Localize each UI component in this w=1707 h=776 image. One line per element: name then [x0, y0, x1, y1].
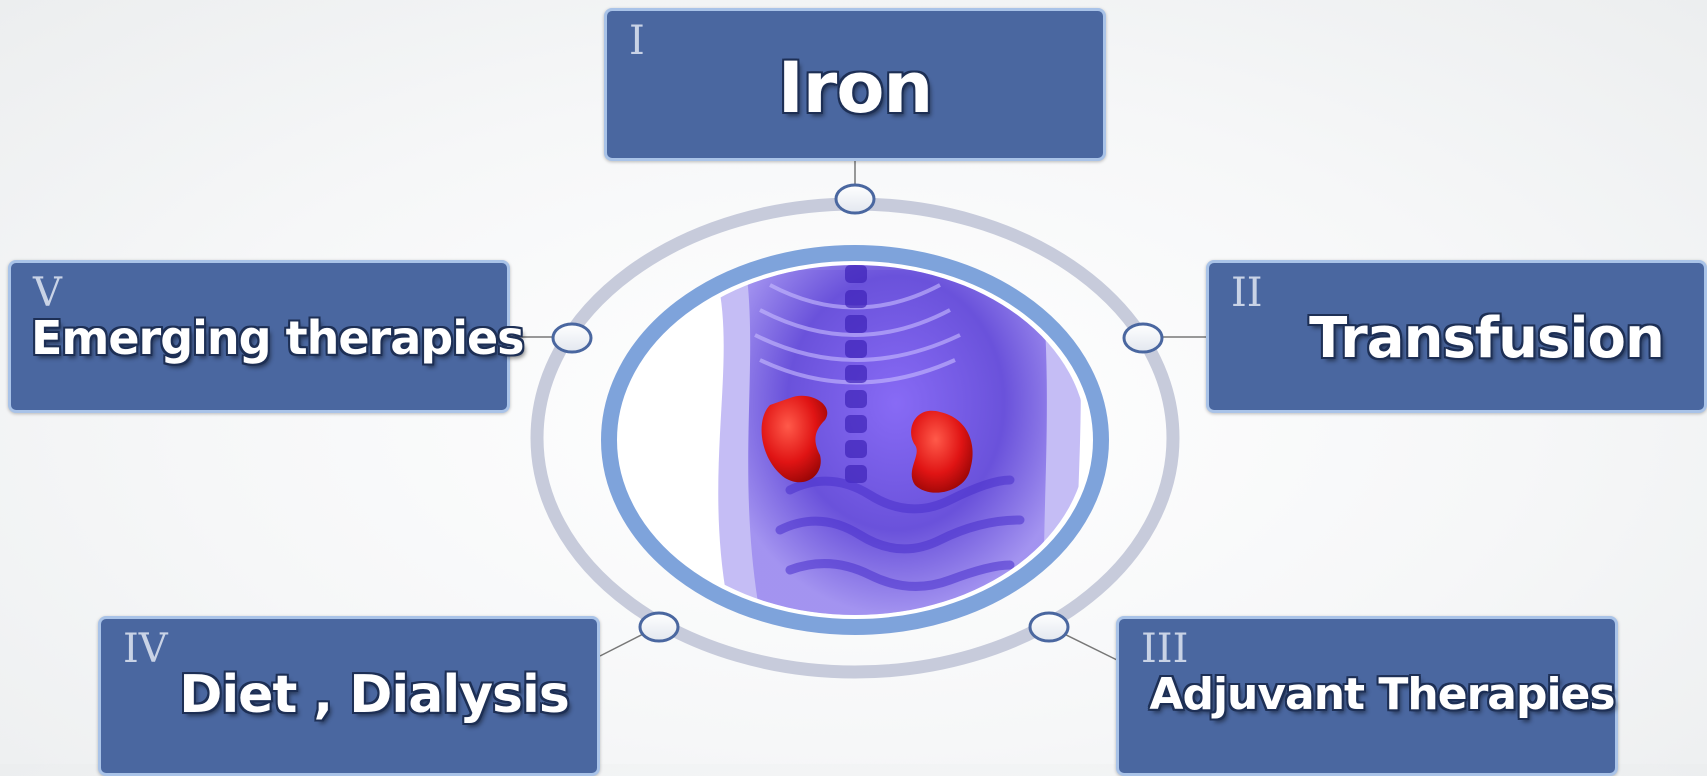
node-box-adjuvant-therapies: III Adjuvant Therapies	[1116, 616, 1618, 776]
node-numeral: V	[33, 273, 62, 313]
node-numeral: II	[1231, 273, 1263, 313]
node-label: Transfusion	[1269, 311, 1704, 367]
ring-node-iv	[640, 613, 678, 641]
node-label: Adjuvant Therapies	[1149, 673, 1615, 717]
ring-node-i	[836, 185, 874, 213]
node-box-emerging-therapies: V Emerging therapies	[8, 260, 510, 413]
ring-node-iii	[1030, 613, 1068, 641]
ring-node-v	[553, 324, 591, 352]
node-box-diet-dialysis: IV Diet , Dialysis	[98, 616, 600, 776]
node-box-iron: I Iron	[604, 8, 1106, 161]
node-box-transfusion: II Transfusion	[1206, 260, 1707, 413]
ring-node-ii	[1124, 324, 1162, 352]
node-label: Iron	[607, 53, 1103, 123]
node-numeral: IV	[123, 629, 168, 669]
node-label: Emerging therapies	[31, 315, 507, 361]
node-label: Diet , Dialysis	[151, 669, 597, 721]
node-numeral: III	[1141, 629, 1188, 669]
